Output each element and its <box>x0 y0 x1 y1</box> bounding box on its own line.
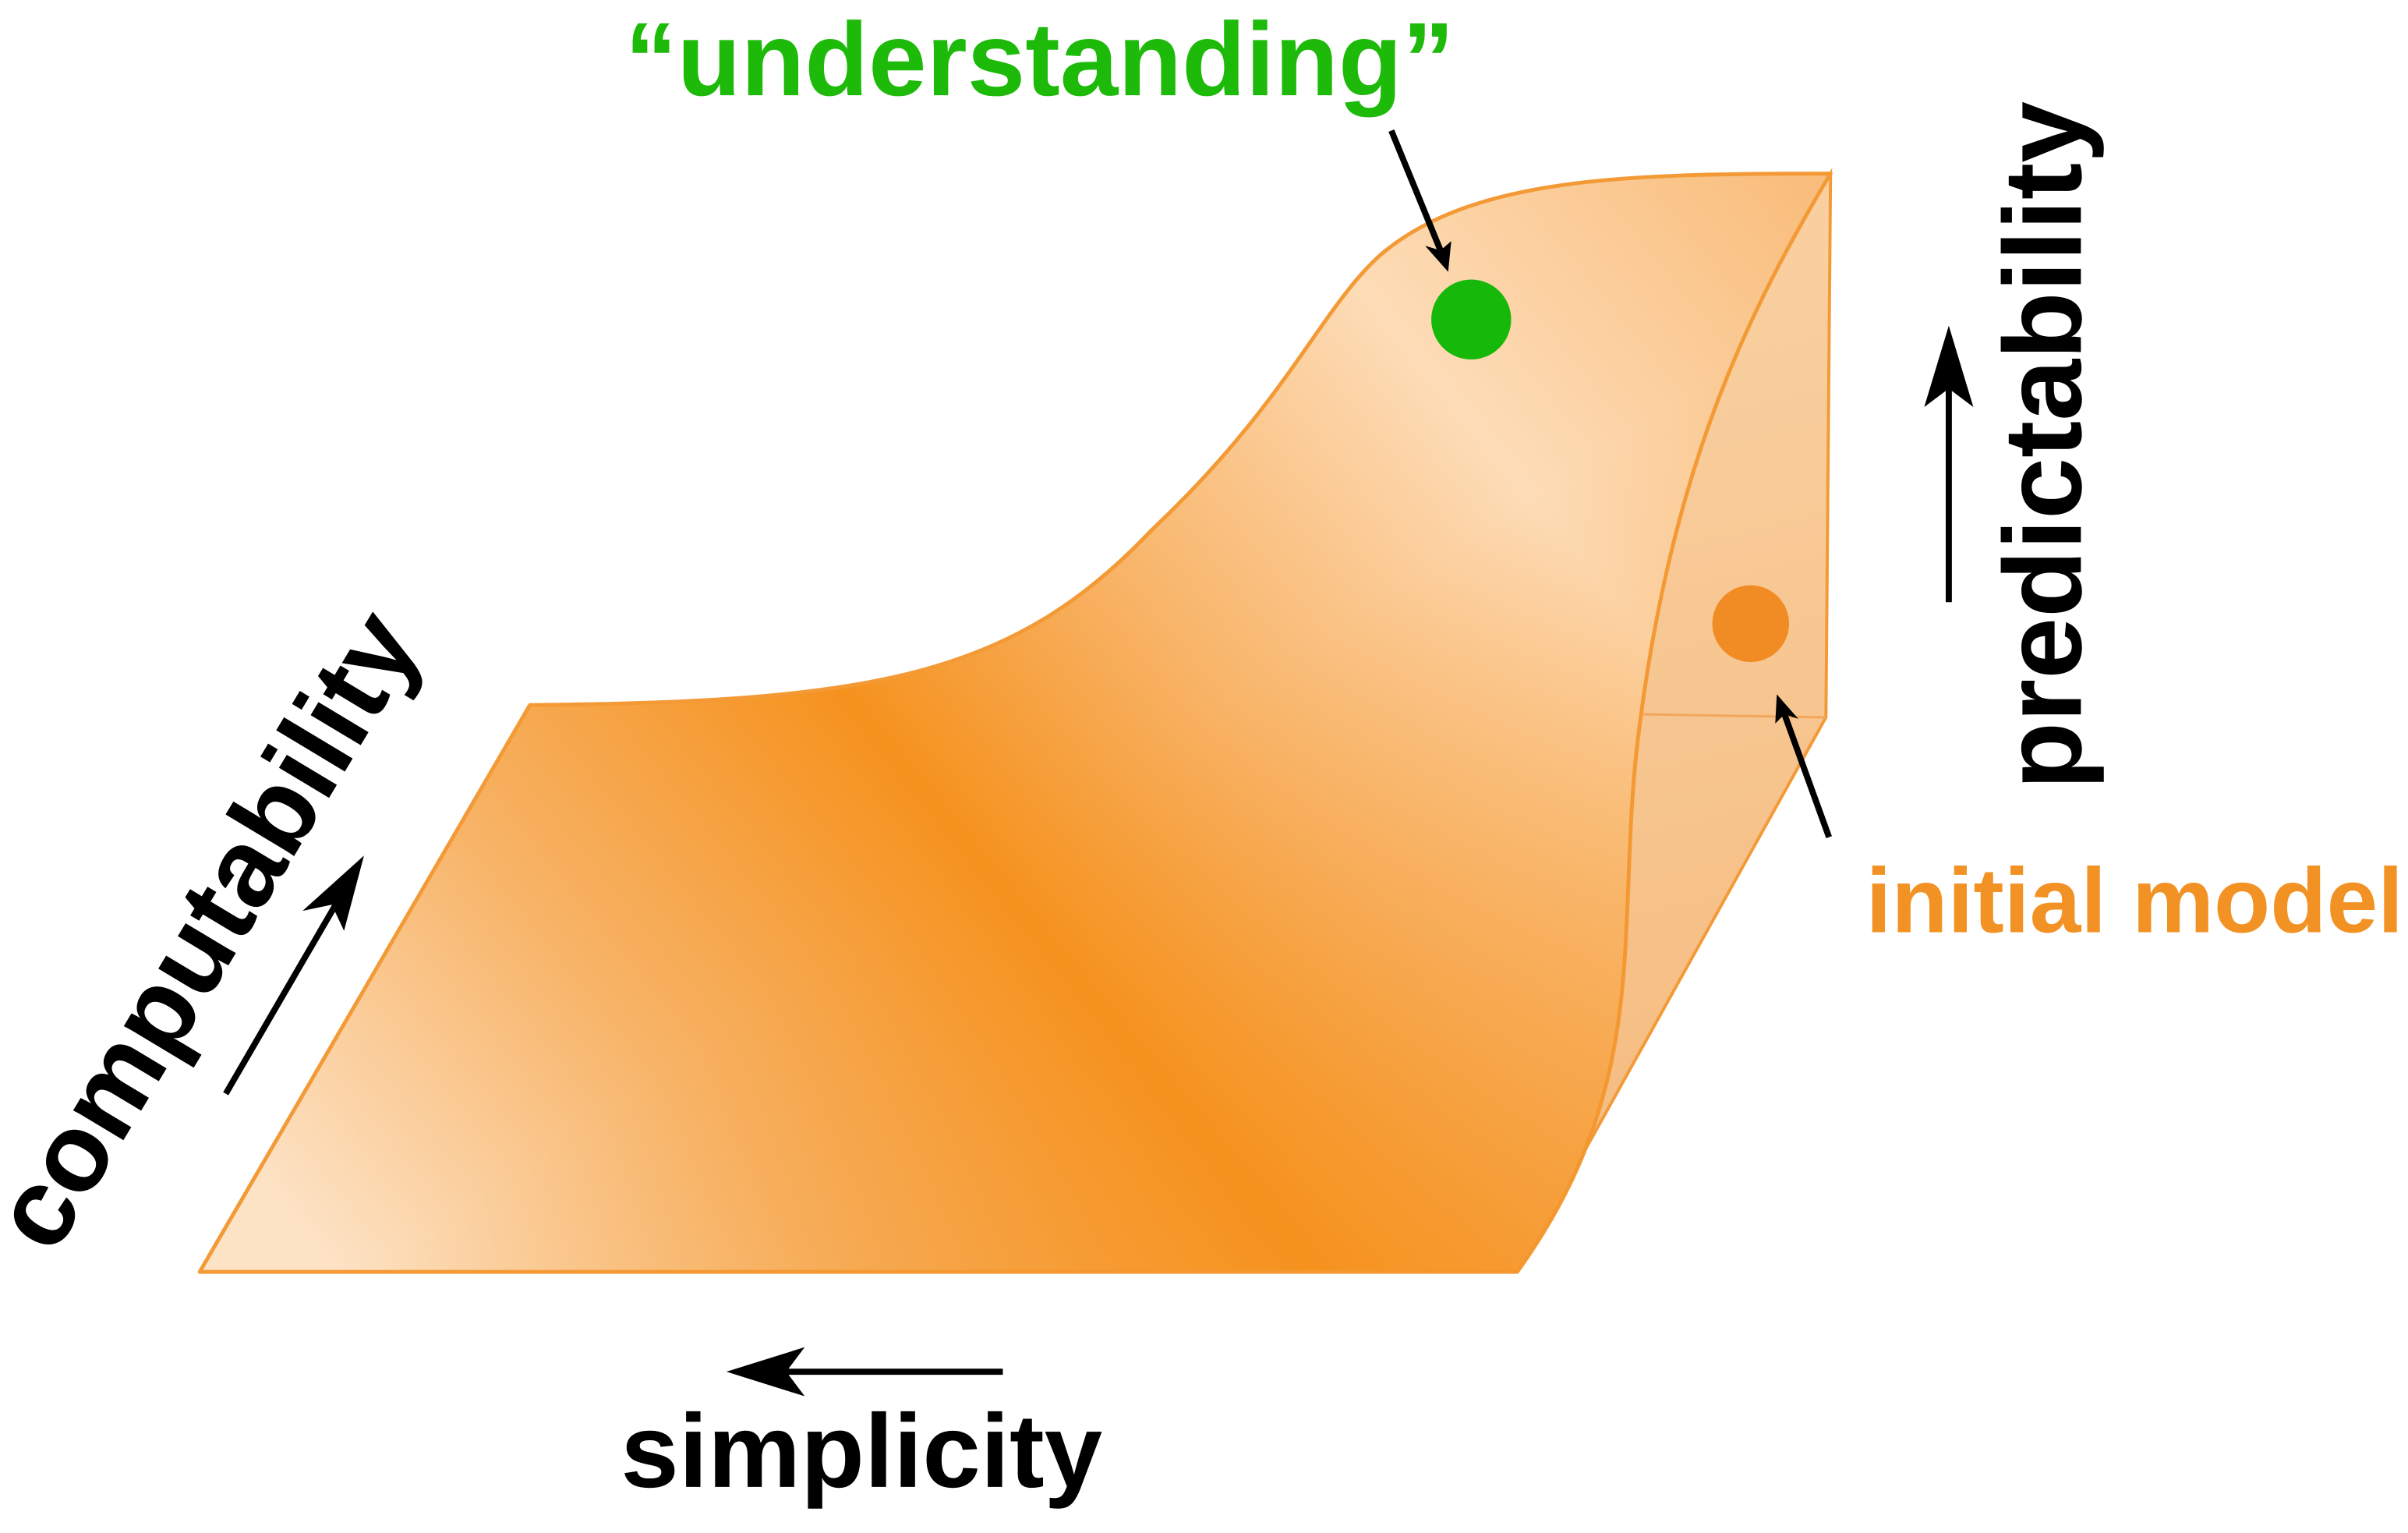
understanding-pointer-arrow-icon <box>1388 129 1452 272</box>
predictability-arrow-icon <box>1924 325 1974 603</box>
computability-arrow-icon <box>223 855 364 1096</box>
simplicity-label: simplicity <box>621 1393 1102 1510</box>
model-surface-shading <box>200 173 1831 1273</box>
understanding-label: “understanding” <box>625 2 1455 118</box>
initial-model-label: initial model <box>1866 850 2404 953</box>
predictability-label: predictability <box>1982 101 2105 790</box>
understanding-dot <box>1431 279 1512 359</box>
initial-model-dot <box>1712 585 1790 663</box>
initial-model-pointer-arrow-icon <box>1775 694 1832 838</box>
simplicity-arrow-icon <box>726 1347 1003 1397</box>
